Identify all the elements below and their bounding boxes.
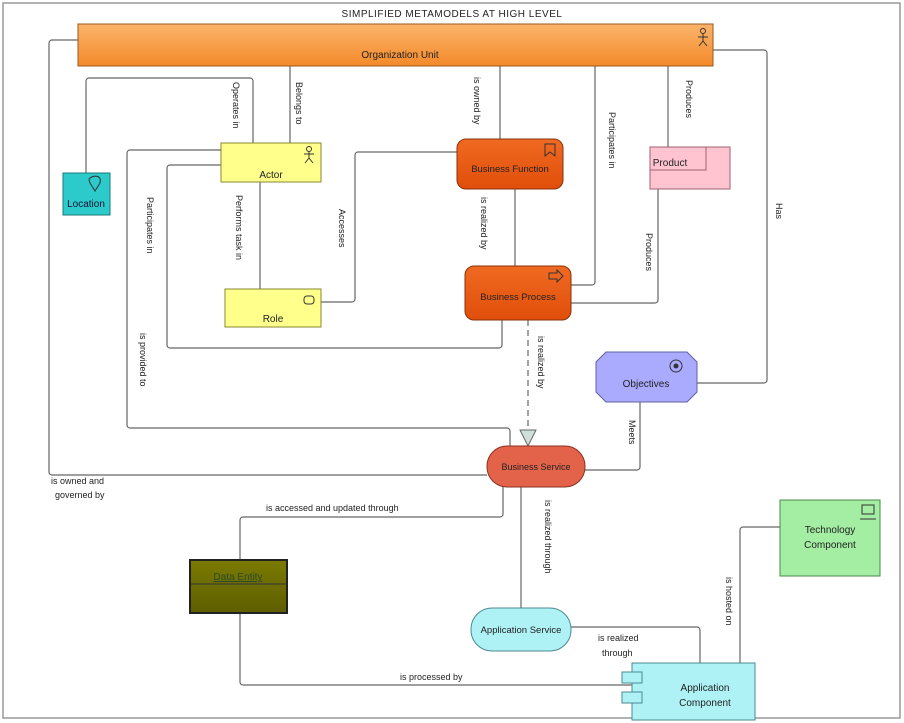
application-component-label: Application [681,683,730,694]
organization-unit-label: Organization Unit [361,50,438,61]
line-processed-by[interactable] [239,613,632,686]
line-operates-in[interactable] [85,77,254,173]
node-organization-unit[interactable]: Organization Unit [77,23,714,67]
relation-label-is-processed-by: is processed by [400,672,463,682]
node-business-service[interactable]: Business Service [486,445,586,488]
relation-label-is-provided-to: is provided to [138,333,148,387]
actor-icon [698,28,708,47]
relation-label-owned-governed: is owned and [51,476,104,486]
process-arrow-icon [548,268,564,284]
node-data-entity[interactable]: Data Entity [189,559,288,614]
relation-label-is-owned-by: is owned by [472,77,482,125]
line-accesses[interactable] [321,151,457,303]
relation-labels: Operates in Belongs to is owned by Parti… [51,77,784,682]
relation-label-realized-through: is realized [598,633,639,643]
relation-label-is-realized-by: is realized by [536,336,546,389]
line-owned-governed[interactable] [48,39,487,476]
actor-label: Actor [259,170,283,181]
node-business-function[interactable]: Business Function [456,138,564,190]
line-participates-in-left[interactable] [166,164,503,349]
computer-icon [860,504,876,520]
node-application-service[interactable]: Application Service [470,607,572,652]
application-service-label: Application Service [481,625,562,636]
relation-label-has: Has [774,203,784,220]
line-realized-through-as[interactable] [571,626,701,663]
line-has[interactable] [697,49,768,384]
relation-label-accesses: Accesses [337,209,347,248]
function-bookmark-icon [544,143,556,158]
role-label: Role [263,314,284,325]
relation-label-is-realized-by: is realized by [479,197,489,250]
product-label: Product [653,158,688,169]
relation-label-owned-governed: governed by [55,490,105,500]
node-business-process[interactable]: Business Process [464,265,572,321]
relation-label-produces: Produces [684,80,694,119]
node-location[interactable]: Location [62,172,111,216]
node-objectives[interactable]: Objectives [595,351,698,403]
business-service-label: Business Service [501,462,570,472]
business-function-label: Business Function [471,164,549,175]
node-product[interactable]: Product [649,146,731,190]
target-icon [669,359,683,373]
relation-label-accessed-updated: is accessed and updated through [266,503,399,513]
location-pin-icon [88,175,101,192]
node-actor[interactable]: Actor [220,142,322,183]
relation-label-is-realized-through: is realized through [543,500,553,574]
component-icon [621,671,643,704]
technology-component-label: Technology [805,525,856,536]
relation-label-realized-through: through [602,648,633,658]
diagram-title: SIMPLIFIED METAMODELS AT HIGH LEVEL [342,9,563,20]
line-hosted-on[interactable] [739,526,780,663]
line-accessed-updated[interactable] [239,487,504,560]
realization-arrowhead-icon [519,429,537,448]
data-entity-label: Data Entity [214,572,263,583]
line-meets[interactable] [585,402,641,471]
node-technology-component[interactable]: Technology Component [779,499,881,577]
relation-label-is-hosted-on: is hosted on [724,577,734,626]
business-process-label: Business Process [480,292,556,303]
relation-label-participates-in: Participates in [607,112,617,169]
node-role[interactable]: Role [224,288,322,328]
objectives-label: Objectives [623,379,670,390]
relation-label-participates-in: Participates in [145,197,155,254]
relation-label-performs-task-in: Performs task in [234,195,244,260]
node-application-component[interactable]: Application Component [621,662,756,721]
relation-label-produces: Produces [644,233,654,272]
application-component-label: Component [679,698,731,709]
connectors [48,39,780,686]
relation-label-meets: Meets [627,420,637,445]
technology-component-label: Component [804,540,856,551]
role-icon [303,295,315,305]
relation-label-belongs-to: Belongs to [294,82,304,125]
location-label: Location [67,199,105,210]
actor-icon [304,146,314,164]
line-produces-bottom[interactable] [571,189,659,304]
line-participates-in-top[interactable] [571,66,596,286]
line-is-provided-to[interactable] [126,149,511,446]
relation-label-operates-in: Operates in [231,82,241,129]
